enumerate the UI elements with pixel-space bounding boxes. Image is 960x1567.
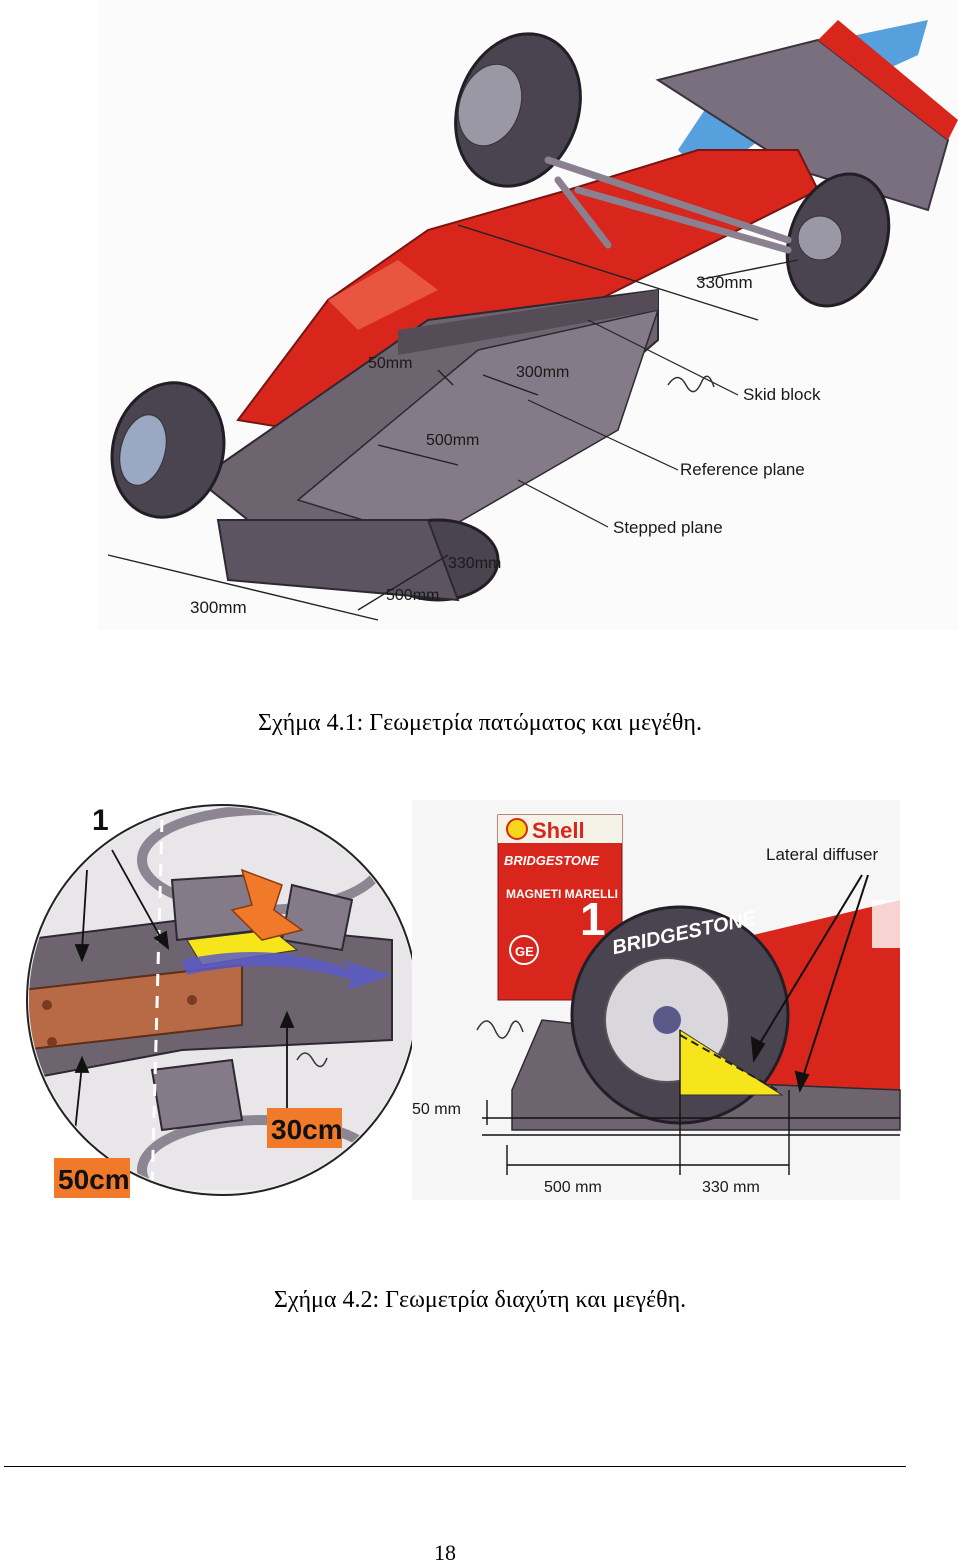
rear-suspension — [544, 156, 792, 254]
page-number: 18 — [434, 1540, 456, 1565]
wheel-hub-icon — [653, 1006, 681, 1034]
figure2-caption: Σχήμα 4.2: Γεωμετρία διαχύτη και μεγέθη. — [273, 1287, 687, 1313]
label-center-length: 500mm — [426, 432, 479, 449]
side-dimension-lines — [482, 1030, 900, 1175]
label-step-height: 50mm — [368, 355, 412, 372]
label-reference-plane: Reference plane — [680, 460, 805, 479]
figure-diffuser-geometry: 1 30cm 50cm Shell BRIDGESTONE MAGNETI MA… — [12, 790, 902, 1210]
front-wing — [216, 519, 460, 602]
lateral-diffuser-pointers — [750, 874, 869, 1093]
floor-step-edge — [398, 290, 658, 355]
tag-50cm-bg — [54, 1158, 130, 1198]
tag-30cm-bg — [267, 1108, 342, 1148]
dimension-lines — [107, 224, 799, 621]
front-left-rim — [119, 414, 167, 486]
footer-rule — [4, 1466, 906, 1467]
diffuser-side-view: Shell BRIDGESTONE MAGNETI MARELLI 1 GE B… — [412, 800, 901, 1200]
shell-logo-icon — [506, 818, 528, 840]
label-center-width: 300mm — [516, 364, 569, 381]
tag-50cm: 50cm — [58, 1164, 130, 1195]
rear-left-rim — [457, 63, 523, 147]
label-front-length: 500mm — [386, 587, 439, 604]
label-stepped-plane: Stepped plane — [613, 518, 723, 537]
sidepod-highlight — [328, 260, 438, 330]
rear-right-rim — [797, 215, 843, 261]
label-lateral-diffuser: Lateral diffuser — [766, 845, 878, 864]
artist-signature — [667, 375, 715, 393]
label-front-offset: 330mm — [448, 555, 501, 572]
tag-30cm: 30cm — [271, 1114, 343, 1145]
figure-floor-geometry: 330mm 50mm 300mm 500mm Skid block Refere… — [98, 0, 958, 630]
label-skid-block: Skid block — [743, 385, 821, 404]
label-height: 50 mm — [412, 1101, 461, 1118]
label-length-rear: 330 mm — [702, 1179, 760, 1196]
diffuser-detail-circle: 1 30cm 50cm — [26, 804, 418, 1198]
detail-marker-number: 1 — [92, 804, 109, 837]
label-front-width: 300mm — [190, 598, 247, 617]
label-rear-width: 330mm — [696, 273, 753, 292]
side-signature — [476, 1020, 524, 1039]
car-number: 1 — [580, 893, 606, 945]
label-length-front: 500 mm — [544, 1179, 602, 1196]
figure1-caption: Σχήμα 4.1: Γεωμετρία πατώματος και μεγέθ… — [258, 710, 702, 736]
brand-shell: Shell — [532, 818, 585, 843]
ge-logo-icon — [509, 935, 539, 965]
brand-magneti: MAGNETI MARELLI — [506, 887, 618, 901]
brand-ge: GE — [515, 944, 534, 959]
brand-bridgestone-board: BRIDGESTONE — [504, 853, 599, 868]
rear-wing-endplate — [818, 20, 958, 140]
